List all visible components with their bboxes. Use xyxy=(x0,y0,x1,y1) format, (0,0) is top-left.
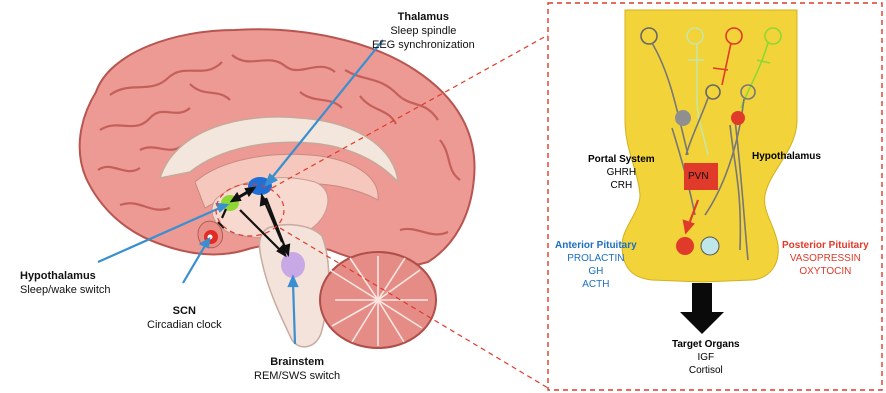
anterior-cell xyxy=(676,237,694,255)
posterior-pituitary-label: Posterior Pituitary VASOPRESSIN OXYTOCIN xyxy=(782,239,869,278)
posterior-cell xyxy=(701,237,719,255)
scn-label: SCN Circadian clock xyxy=(147,304,222,332)
thalamus-line1: Sleep spindle xyxy=(372,24,475,38)
hypothalamus-line1: Sleep/wake switch xyxy=(20,283,111,297)
grey-neuron-body xyxy=(675,110,691,126)
target-title: Target Organs xyxy=(672,338,740,351)
hypothalamus-panel-label: Hypothalamus xyxy=(752,150,821,163)
anterior-title: Anterior Pituitary xyxy=(555,239,637,252)
hypothalamus-title-bold: Hypo xyxy=(20,270,48,282)
portal-system-title: Portal System xyxy=(588,153,655,166)
thalamus-line2: EEG synchronization xyxy=(372,38,475,52)
brain-illustration xyxy=(80,29,475,348)
portal-system-label: Portal System GHRH CRH xyxy=(588,153,655,192)
thalamus-label: Thalamus Sleep spindle EEG synchronizati… xyxy=(372,10,475,52)
anterior-pituitary-label: Anterior Pituitary PROLACTIN GH ACTH xyxy=(555,239,637,291)
cerebellum xyxy=(320,252,436,348)
red-neuron-body xyxy=(731,111,745,125)
posterior-title: Posterior Pituitary xyxy=(782,239,869,252)
target-arrow xyxy=(680,283,724,334)
brainstem-label: Brainstem REM/SWS switch xyxy=(254,355,340,383)
hypothalamus-label: Hypothalamus Sleep/wake switch xyxy=(20,269,111,297)
brainstem-title: Brainstem xyxy=(254,355,340,369)
thalamus-title: Thalamus xyxy=(372,10,475,24)
target-item-cortisol: Cortisol xyxy=(672,364,740,377)
target-item-igf: IGF xyxy=(672,351,740,364)
portal-item-crh: CRH xyxy=(588,179,655,192)
pvn-label: PVN xyxy=(688,170,709,183)
anterior-item-gh: GH xyxy=(555,265,637,278)
posterior-item-vasopressin: VASOPRESSIN xyxy=(782,252,869,265)
anterior-item-acth: ACTH xyxy=(555,278,637,291)
anterior-item-prolactin: PROLACTIN xyxy=(555,252,637,265)
brainstem-line1: REM/SWS switch xyxy=(254,369,340,383)
hypothalamus-title-rest: thalamus xyxy=(48,270,96,282)
posterior-item-oxytocin: OXYTOCIN xyxy=(782,265,869,278)
scn-line1: Circadian clock xyxy=(147,318,222,332)
target-organs-label: Target Organs IGF Cortisol xyxy=(672,338,740,377)
portal-item-ghrh: GHRH xyxy=(588,166,655,179)
scn-title: SCN xyxy=(147,304,222,318)
